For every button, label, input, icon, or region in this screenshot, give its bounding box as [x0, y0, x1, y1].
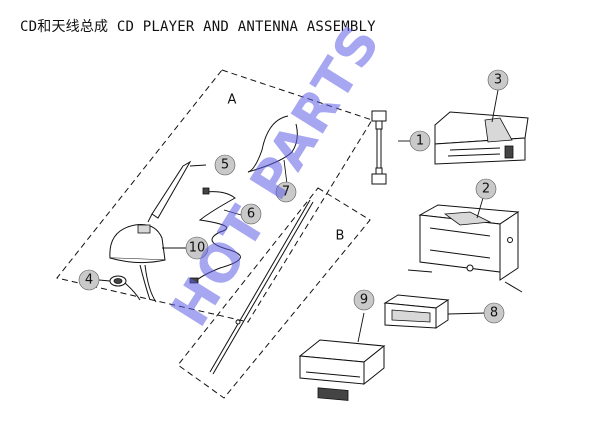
part-6-coiled-cable [189, 187, 241, 284]
part-9-cd-player [298, 339, 386, 401]
callout-2-label: 2 [482, 182, 490, 197]
group-a-label: A [228, 93, 237, 108]
callout-8: 8 [483, 302, 505, 324]
callout-8-label: 8 [490, 306, 498, 321]
group-b-label: B [336, 229, 345, 244]
part-2-mounting-bracket [407, 204, 523, 293]
group-b-antenna-rod [209, 199, 314, 375]
group-a-box [56, 69, 373, 323]
callout-6: 6 [240, 203, 262, 225]
callout-7: 7 [275, 181, 297, 203]
callout-5-label: 5 [221, 158, 229, 173]
part-7-antenna-cable [247, 115, 298, 173]
part-3-head-unit [434, 111, 529, 165]
callout-3-label: 3 [494, 73, 502, 88]
callout-9-label: 9 [360, 293, 368, 308]
callout-1: 1 [409, 130, 431, 152]
callout-10-label: 10 [189, 241, 206, 256]
group-b-box [177, 187, 371, 399]
part-1-connector-harness [371, 110, 387, 185]
callout-5: 5 [214, 154, 236, 176]
callout-7-label: 7 [282, 185, 290, 200]
watermark-text: HOT PARTS [160, 14, 393, 337]
callout-6-label: 6 [247, 207, 255, 222]
callout-3: 3 [487, 69, 509, 91]
callout-1-label: 1 [416, 134, 424, 149]
callout-4-label: 4 [85, 273, 93, 288]
callout-9: 9 [353, 289, 375, 311]
part-8-small-box [383, 294, 450, 329]
callout-4: 4 [78, 269, 100, 291]
part-10-antenna-base [109, 224, 166, 303]
leader-lines [98, 89, 499, 343]
callout-10: 10 [185, 236, 209, 260]
diagram-title: CD和天线总成 CD PLAYER AND ANTENNA ASSEMBLY [20, 19, 376, 35]
part-5-antenna-mast [147, 160, 192, 223]
callout-2: 2 [475, 178, 497, 200]
